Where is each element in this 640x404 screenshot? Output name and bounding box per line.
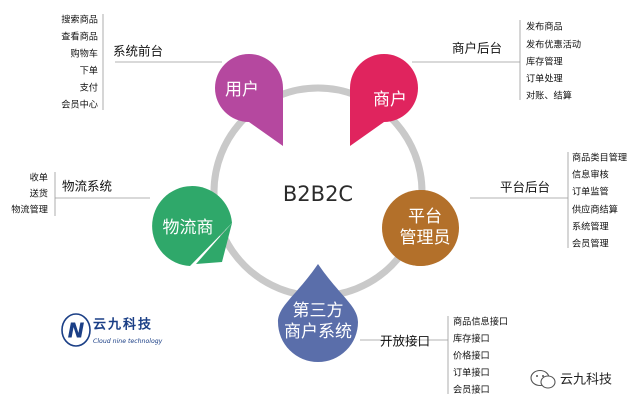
logo-name: 云九科技	[93, 317, 153, 333]
merchant-item-2: 发布优惠活动	[526, 39, 581, 51]
node-admin-label-line1: 平台	[408, 207, 442, 227]
logistics-item-1: 收单	[30, 172, 48, 184]
wechat-icon	[530, 369, 556, 389]
admin-item-6: 会员管理	[572, 238, 609, 250]
node-logistics-drop	[152, 186, 232, 266]
third-item-3: 价格接口	[453, 350, 490, 362]
user-item-2: 查看商品	[61, 31, 98, 43]
branch-merchant: 商户后台 发布商品 发布优惠活动 库存管理 订单处理 对账、结算	[412, 20, 581, 102]
node-merchant-drop	[350, 54, 418, 146]
branch-admin: 平台后台 商品类目管理 信息审核 订单监管 供应商结算 系统管理 会员管理	[470, 152, 627, 250]
third-item-1: 商品信息接口	[453, 316, 508, 328]
branch-third: 开放接口 商品信息接口 库存接口 价格接口 订单接口 会员接口	[360, 316, 508, 396]
node-admin: 平台 管理员	[382, 189, 459, 266]
third-item-4: 订单接口	[453, 367, 490, 379]
third-item-5: 会员接口	[453, 384, 490, 396]
merchant-item-4: 订单处理	[526, 73, 563, 85]
admin-item-3: 订单监管	[572, 186, 609, 198]
logo-mark-icon: N	[61, 313, 91, 347]
node-user-drop	[215, 54, 283, 146]
logistics-item-2: 送货	[30, 188, 48, 200]
branch-merchant-label: 商户后台	[452, 41, 502, 56]
node-logistics: 物流商	[152, 186, 232, 266]
logistics-item-3: 物流管理	[11, 204, 48, 216]
node-user: 用户	[215, 54, 283, 146]
company-logo: N 云九科技 Cloud nine technology	[61, 313, 163, 347]
branch-user: 系统前台 搜索商品 查看商品 购物车 下单 支付 会员中心	[61, 14, 222, 111]
node-merchant-label: 商户	[373, 90, 407, 110]
branch-third-label: 开放接口	[380, 334, 430, 349]
node-third-label-line2: 商户系统	[284, 322, 352, 342]
node-third-label-line1: 第三方	[293, 301, 344, 321]
admin-item-5: 系统管理	[572, 221, 609, 233]
node-third-drop	[278, 264, 358, 363]
merchant-item-1: 发布商品	[526, 21, 563, 33]
node-admin-label-line2: 管理员	[400, 228, 451, 248]
user-item-4: 下单	[80, 65, 98, 77]
user-item-1: 搜索商品	[61, 14, 98, 26]
admin-item-4: 供应商结算	[572, 204, 618, 216]
merchant-item-5: 对账、结算	[526, 90, 572, 102]
user-item-3: 购物车	[70, 48, 98, 60]
merchant-item-3: 库存管理	[526, 56, 563, 68]
branch-user-label: 系统前台	[113, 44, 163, 59]
branch-admin-label: 平台后台	[500, 180, 550, 195]
node-third: 第三方 商户系统	[278, 264, 358, 363]
center-label: B2B2C	[283, 182, 353, 206]
node-user-label: 用户	[225, 80, 259, 100]
third-item-2: 库存接口	[453, 333, 490, 345]
user-item-6: 会员中心	[61, 99, 98, 111]
admin-item-2: 信息审核	[572, 169, 609, 181]
node-logistics-label: 物流商	[163, 218, 214, 238]
node-merchant: 商户	[350, 54, 418, 146]
branch-logistics: 物流系统 收单 送货 物流管理	[11, 172, 150, 216]
branch-logistics-label: 物流系统	[62, 179, 112, 194]
logo-subtitle: Cloud nine technology	[93, 337, 163, 345]
user-item-5: 支付	[80, 82, 98, 94]
admin-item-1: 商品类目管理	[572, 152, 627, 164]
watermark-text: 云九科技	[560, 373, 612, 388]
svg-text:N: N	[68, 319, 85, 343]
watermark: 云九科技	[530, 369, 612, 389]
